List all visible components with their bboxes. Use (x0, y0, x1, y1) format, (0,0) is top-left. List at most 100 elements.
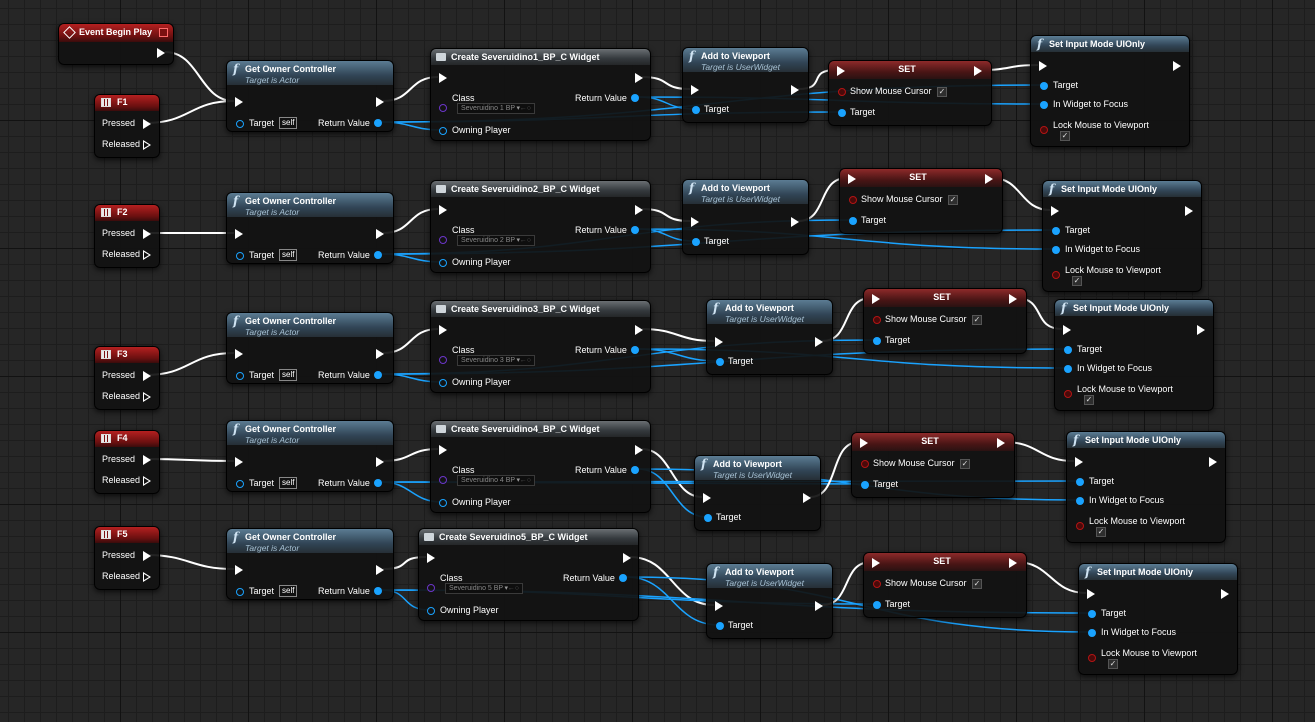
class-pin[interactable] (439, 236, 447, 244)
exec-out[interactable] (635, 73, 643, 83)
pressed-exec-out[interactable] (143, 119, 151, 129)
show-mouse-cursor-pin[interactable] (849, 196, 857, 204)
exec-out[interactable] (803, 493, 811, 503)
class-dropdown[interactable]: Severuidino 1 BP▾←○ (457, 103, 535, 114)
exec-out[interactable] (997, 438, 1005, 448)
exec-out[interactable] (1009, 294, 1017, 304)
owning-player-pin[interactable] (427, 607, 435, 615)
exec-in[interactable] (872, 558, 880, 568)
exec-out[interactable] (623, 553, 631, 563)
exec-in[interactable] (1087, 589, 1095, 599)
pressed-exec-out[interactable] (143, 455, 151, 465)
in-widget-to-focus-pin[interactable] (1040, 101, 1048, 109)
show-mouse-cursor-pin[interactable] (873, 580, 881, 588)
class-dropdown[interactable]: Severuidino 5 BP▾←○ (445, 583, 523, 594)
return-value-pin[interactable] (631, 466, 639, 474)
exec-in[interactable] (715, 601, 723, 611)
exec-out[interactable] (791, 217, 799, 227)
exec-out[interactable] (1009, 558, 1017, 568)
exec-out[interactable] (1185, 206, 1193, 216)
exec-out[interactable] (376, 457, 384, 467)
exec-in[interactable] (235, 97, 243, 107)
class-dropdown[interactable]: Severuidino 4 BP▾←○ (457, 475, 535, 486)
exec-in[interactable] (837, 66, 845, 76)
exec-out[interactable] (376, 565, 384, 575)
lock-mouse-pin[interactable] (1064, 390, 1072, 398)
target-pin[interactable] (1076, 478, 1084, 486)
target-pin[interactable] (716, 358, 724, 366)
exec-out[interactable] (635, 205, 643, 215)
released-exec-out[interactable] (143, 572, 151, 582)
return-value-pin[interactable] (631, 226, 639, 234)
exec-out[interactable] (635, 325, 643, 335)
in-widget-to-focus-pin[interactable] (1088, 629, 1096, 637)
class-dropdown[interactable]: Severuidino 3 BP▾←○ (457, 355, 535, 366)
owning-player-pin[interactable] (439, 379, 447, 387)
exec-out[interactable] (376, 97, 384, 107)
in-widget-to-focus-pin[interactable] (1076, 497, 1084, 505)
target-pin[interactable] (1052, 227, 1060, 235)
exec-out[interactable] (1209, 457, 1217, 467)
class-pin[interactable] (427, 584, 435, 592)
lock-mouse-checkbox[interactable]: ✓ (1060, 131, 1070, 141)
exec-in[interactable] (715, 337, 723, 347)
target-pin[interactable] (861, 481, 869, 489)
exec-in[interactable] (691, 217, 699, 227)
exec-in[interactable] (439, 325, 447, 335)
exec-out[interactable] (974, 66, 982, 76)
exec-out[interactable] (376, 349, 384, 359)
target-pin[interactable] (236, 252, 244, 260)
show-mouse-cursor-checkbox[interactable]: ✓ (972, 315, 982, 325)
lock-mouse-checkbox[interactable]: ✓ (1072, 276, 1082, 286)
event-exec-out[interactable] (157, 48, 165, 58)
class-pin[interactable] (439, 104, 447, 112)
owning-player-pin[interactable] (439, 499, 447, 507)
show-mouse-cursor-pin[interactable] (838, 88, 846, 96)
exec-out[interactable] (815, 337, 823, 347)
in-widget-to-focus-pin[interactable] (1064, 365, 1072, 373)
show-mouse-cursor-checkbox[interactable]: ✓ (948, 195, 958, 205)
exec-in[interactable] (1063, 325, 1071, 335)
lock-mouse-checkbox[interactable]: ✓ (1108, 659, 1118, 669)
target-pin[interactable] (1040, 82, 1048, 90)
lock-mouse-pin[interactable] (1040, 126, 1048, 134)
exec-in[interactable] (1039, 61, 1047, 71)
pressed-exec-out[interactable] (143, 551, 151, 561)
target-pin[interactable] (1088, 610, 1096, 618)
class-dropdown[interactable]: Severuidino 2 BP▾←○ (457, 235, 535, 246)
target-pin[interactable] (716, 622, 724, 630)
target-pin[interactable] (692, 106, 700, 114)
show-mouse-cursor-checkbox[interactable]: ✓ (972, 579, 982, 589)
exec-in[interactable] (235, 565, 243, 575)
exec-in[interactable] (1051, 206, 1059, 216)
lock-mouse-checkbox[interactable]: ✓ (1096, 527, 1106, 537)
exec-out[interactable] (985, 174, 993, 184)
target-pin[interactable] (236, 588, 244, 596)
pressed-exec-out[interactable] (143, 229, 151, 239)
pressed-exec-out[interactable] (143, 371, 151, 381)
exec-in[interactable] (235, 229, 243, 239)
exec-out[interactable] (791, 85, 799, 95)
return-value-pin[interactable] (374, 251, 382, 259)
show-mouse-cursor-pin[interactable] (861, 460, 869, 468)
released-exec-out[interactable] (143, 392, 151, 402)
